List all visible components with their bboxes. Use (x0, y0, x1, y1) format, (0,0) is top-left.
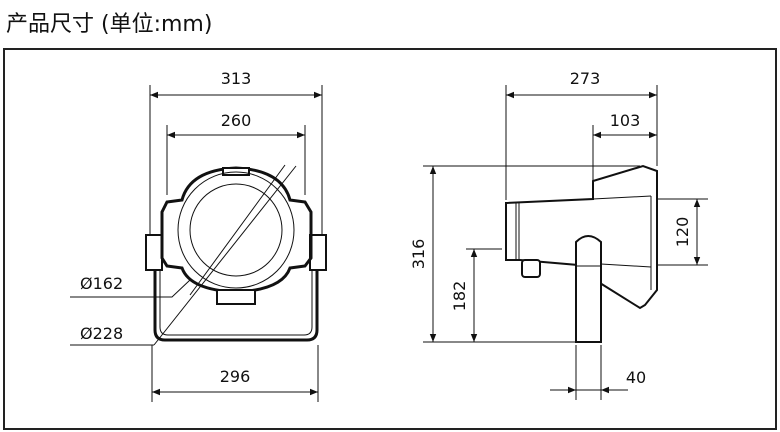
dim-housing-width: 260 (221, 111, 252, 130)
dim-pivot-height: 182 (450, 281, 469, 312)
bottom-tab (216, 289, 256, 305)
page-title: 产品尺寸 (单位:mm) (6, 12, 213, 37)
front-view: 313 260 296 Ø162 Ø228 (70, 69, 327, 402)
dim-outer-diameter: Ø228 (80, 324, 123, 343)
dim-overall-width: 313 (221, 69, 252, 88)
dim-front-height: 120 (673, 217, 692, 248)
dim-post-width: 40 (626, 368, 646, 387)
inner-lens-circle (189, 183, 283, 277)
drawing-frame (3, 48, 777, 430)
bracket-pivot-left (145, 234, 163, 271)
side-view: 273 103 40 316 182 120 (409, 69, 708, 400)
dim-overall-height: 316 (409, 239, 428, 270)
outer-lens-circle (177, 171, 295, 289)
cable-gland (521, 259, 541, 278)
dim-rear-depth: 103 (610, 111, 641, 130)
housing (160, 166, 313, 294)
dim-bracket-width: 296 (220, 367, 251, 386)
dim-overall-depth: 273 (570, 69, 601, 88)
dim-inner-diameter: Ø162 (80, 274, 123, 293)
mounting-post (575, 235, 602, 343)
u-bracket (153, 265, 319, 342)
